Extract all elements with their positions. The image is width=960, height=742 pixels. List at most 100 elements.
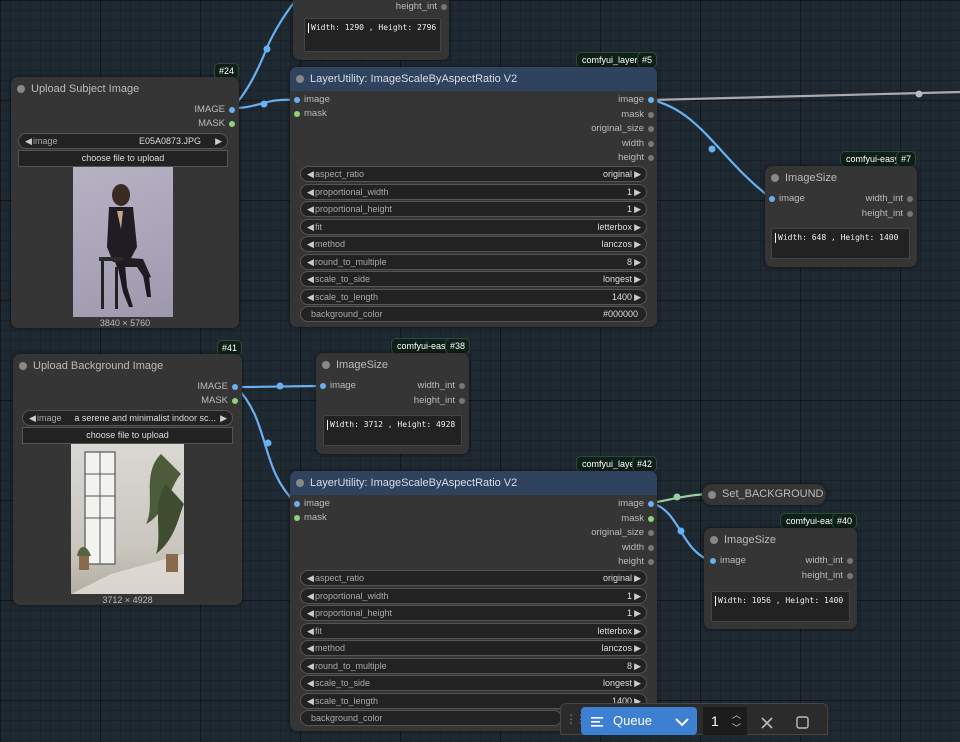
output-width-int[interactable]: width_int	[866, 192, 913, 206]
image-select[interactable]: ◀ image E05A0873.JPG ▶	[18, 133, 228, 149]
choose-file-button[interactable]: choose file to upload	[22, 427, 233, 444]
input-mask[interactable]: mask	[294, 511, 327, 525]
image-size-node-38[interactable]: ImageSize image width_int height_int Wid…	[316, 353, 469, 454]
output-height-int[interactable]: height_int	[802, 569, 853, 583]
collapse-dot[interactable]	[296, 479, 304, 487]
close-icon[interactable]	[761, 717, 773, 729]
subject-image-preview	[73, 167, 173, 317]
upload-background-image-node[interactable]: Upload Background Image IMAGE MASK ◀ ima…	[13, 354, 242, 605]
output-width[interactable]: width	[622, 137, 654, 151]
input-image[interactable]: image	[294, 497, 330, 511]
output-image[interactable]: IMAGE	[197, 380, 238, 394]
output-height-int[interactable]: height_int	[396, 0, 447, 14]
arrow-right-icon[interactable]: ▶	[215, 136, 222, 146]
image-size-node-40[interactable]: ImageSize image width_int height_int Wid…	[704, 528, 857, 629]
output-height-int[interactable]: height_int	[414, 394, 465, 408]
collapse-dot[interactable]	[771, 174, 779, 182]
choose-file-button[interactable]: choose file to upload	[18, 150, 228, 167]
node-title[interactable]: Upload Background Image	[13, 354, 242, 378]
output-height[interactable]: height	[618, 555, 654, 569]
collapse-dot[interactable]	[296, 75, 304, 83]
output-mask[interactable]: MASK	[201, 394, 238, 408]
node-id-badge: #7	[896, 151, 917, 167]
output-height-int[interactable]: height_int	[862, 207, 913, 221]
output-original-size[interactable]: original_size	[591, 122, 654, 136]
size-readout: Width: 1056 , Height: 1400	[711, 591, 850, 622]
collapse-dot[interactable]	[322, 361, 330, 369]
upload-subject-image-node[interactable]: Upload Subject Image IMAGE MASK ◀ image …	[11, 77, 239, 328]
background-image-preview	[71, 444, 184, 594]
background-color-input[interactable]: background_color	[300, 710, 562, 726]
queue-label: Queue	[613, 713, 653, 728]
image-scale-node-42[interactable]: LayerUtility: ImageScaleByAspectRatio V2…	[290, 471, 657, 731]
node-id-badge: #42	[632, 456, 658, 472]
node-id-badge: #40	[832, 513, 858, 529]
output-width-int[interactable]: width_int	[806, 554, 853, 568]
size-readout: Width: 1290 , Height: 2796	[304, 18, 441, 52]
node-id-badge: #5	[637, 52, 658, 68]
arrow-left-icon[interactable]: ◀	[29, 413, 36, 423]
image-scale-node-5[interactable]: LayerUtility: ImageScaleByAspectRatio V2…	[290, 67, 657, 327]
collapse-dot[interactable]	[19, 362, 27, 370]
node-title[interactable]: LayerUtility: ImageScaleByAspectRatio V2	[290, 67, 657, 91]
input-mask[interactable]: mask	[294, 107, 327, 121]
set-background-node[interactable]: Set_BACKGROUND	[702, 484, 826, 505]
input-image[interactable]: image	[710, 554, 746, 568]
batch-count-input[interactable]: 1 ︿ ﹀	[703, 707, 747, 735]
node-title[interactable]: ImageSize	[704, 528, 857, 552]
queue-list-icon	[591, 717, 603, 727]
background-color-input[interactable]: background_color#000000	[300, 306, 647, 322]
output-width[interactable]: width	[622, 541, 654, 555]
queue-toolbar: ⋮⋮ Queue 1 ︿ ﹀	[560, 703, 828, 735]
image-size-caption: 3712 × 4928	[102, 595, 153, 605]
size-readout: Width: 648 , Height: 1400	[771, 228, 910, 259]
queue-button[interactable]: Queue	[581, 707, 697, 735]
stepper-down-icon[interactable]: ﹀	[731, 723, 741, 733]
output-image[interactable]: image	[618, 93, 654, 107]
image-size-node-top[interactable]: height_int Width: 1290 , Height: 2796	[293, 0, 449, 60]
image-size-caption: 3840 × 5760	[99, 318, 151, 328]
collapse-dot[interactable]	[710, 536, 718, 544]
output-image[interactable]: IMAGE	[194, 103, 235, 117]
node-title[interactable]: Set_BACKGROUND	[702, 484, 826, 505]
stepper-up-icon[interactable]: ︿	[731, 710, 741, 720]
arrow-left-icon[interactable]: ◀	[25, 136, 32, 146]
image-size-node-7[interactable]: ImageSize image width_int height_int Wid…	[765, 166, 917, 267]
output-width-int[interactable]: width_int	[418, 379, 465, 393]
output-mask[interactable]: mask	[621, 512, 654, 526]
node-title[interactable]: Upload Subject Image	[11, 77, 239, 101]
node-title[interactable]: ImageSize	[765, 166, 917, 190]
arrow-right-icon[interactable]: ▶	[220, 413, 227, 423]
stop-icon[interactable]	[796, 716, 809, 729]
chevron-down-icon[interactable]	[675, 717, 689, 727]
input-image[interactable]: image	[294, 93, 330, 107]
output-mask[interactable]: mask	[621, 108, 654, 122]
output-height[interactable]: height	[618, 151, 654, 165]
size-readout: Width: 3712 , Height: 4928	[323, 415, 462, 446]
image-select[interactable]: ◀ image a serene and minimalist indoor s…	[22, 410, 233, 426]
node-title[interactable]: ImageSize	[316, 353, 469, 377]
node-title[interactable]: LayerUtility: ImageScaleByAspectRatio V2	[290, 471, 657, 495]
collapse-dot[interactable]	[17, 85, 25, 93]
collapse-dot[interactable]	[708, 491, 716, 499]
input-image[interactable]: image	[769, 192, 805, 206]
output-original-size[interactable]: original_size	[591, 526, 654, 540]
output-mask[interactable]: MASK	[198, 117, 235, 131]
input-image[interactable]: image	[320, 379, 356, 393]
output-image[interactable]: image	[618, 497, 654, 511]
